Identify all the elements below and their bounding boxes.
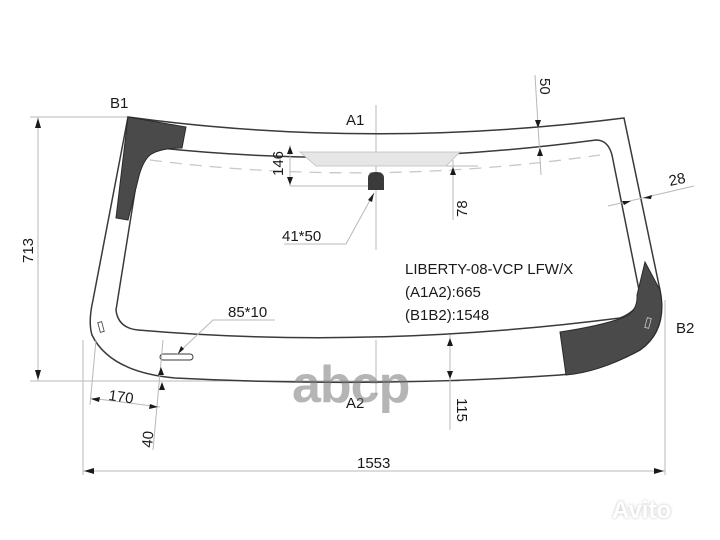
dim-40-label: 40 (139, 430, 157, 448)
label-b1: B1 (110, 95, 128, 112)
dim-170-label: 170 (107, 387, 134, 407)
bracket-leader-line (176, 319, 275, 355)
label-a1: A1 (346, 112, 364, 129)
mount-mark-right (644, 317, 652, 329)
dim-170-line (89, 397, 161, 408)
bracket-85x10 (159, 353, 194, 361)
dim-height-label: 713 (20, 238, 37, 263)
dim-115-label: 115 (453, 398, 470, 422)
mount-mark-left (97, 321, 105, 333)
label-a2: A2 (346, 395, 364, 412)
dim-width-label: 1553 (357, 455, 390, 472)
glass-outer-edge (89, 116, 663, 384)
abcp-watermark: abcp (292, 356, 410, 414)
dim-78-label: 78 (454, 200, 471, 217)
dim-146-label: 146 (270, 151, 287, 176)
spec-a1a2: (A1A2):665 (405, 284, 481, 301)
part-info-block: LIBERTY-08-VCP LFW/X (A1A2):665 (B1B2):1… (405, 258, 573, 327)
frit-b1-corner (115, 116, 187, 221)
label-b2: B2 (676, 320, 694, 337)
dim-28-label: 28 (667, 170, 687, 190)
sensor-leader-line (284, 192, 375, 245)
dim-40-line (152, 339, 164, 451)
sensor-size-label: 41*50 (282, 228, 321, 245)
bracket-size-label: 85*10 (228, 304, 267, 321)
sensor-mount (368, 172, 384, 190)
spec-b1b2: (B1B2):1548 (405, 307, 490, 324)
part-title: LIBERTY-08-VCP LFW/X (405, 261, 574, 278)
dim-50-label: 50 (536, 78, 553, 95)
avito-watermark: Avito (612, 497, 672, 524)
frit-b2-corner (559, 260, 663, 376)
sensor-shade-area (298, 151, 461, 167)
